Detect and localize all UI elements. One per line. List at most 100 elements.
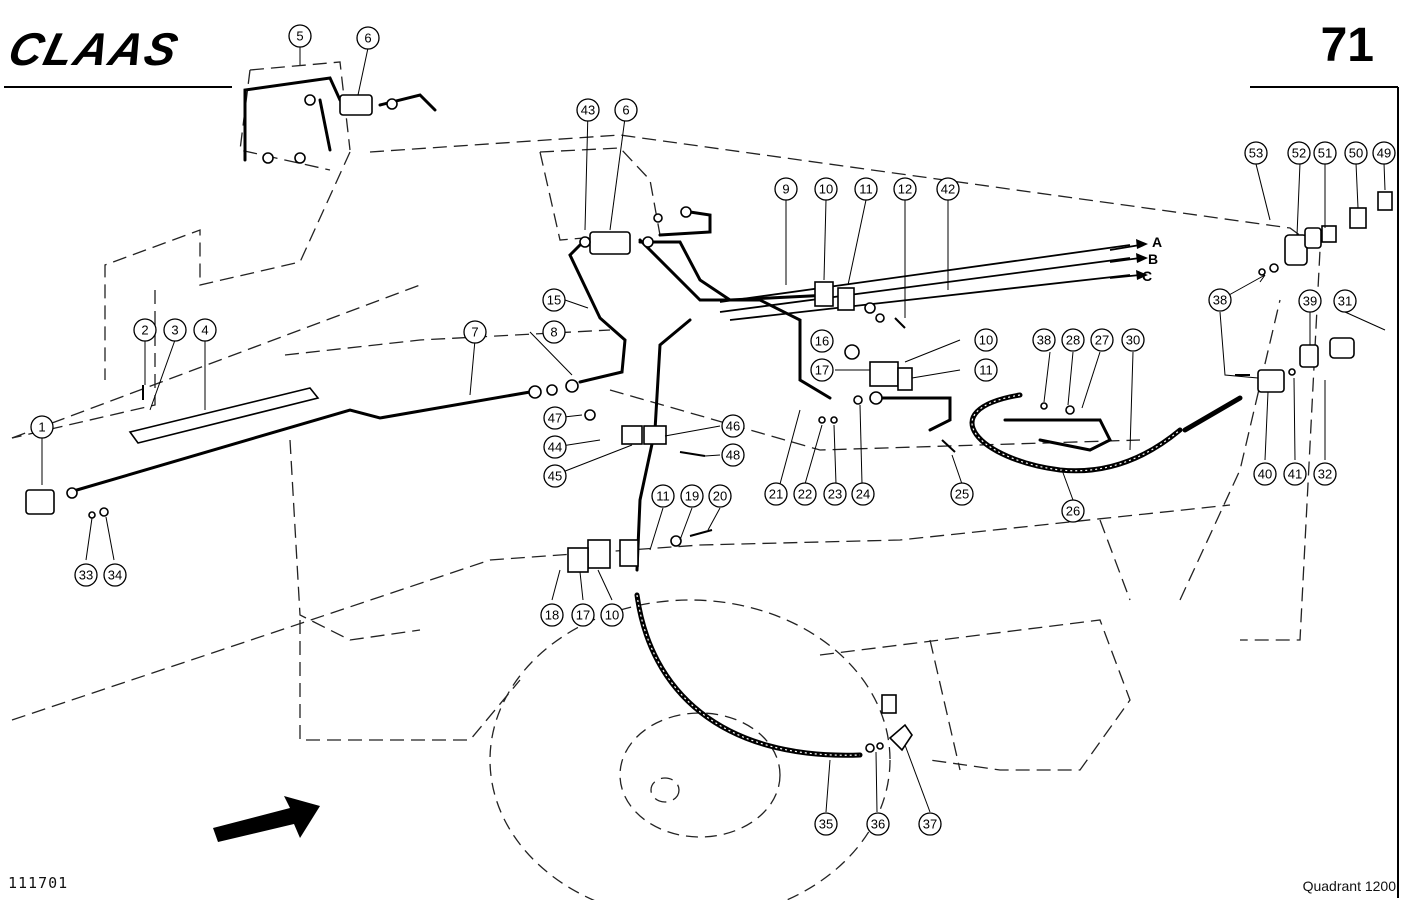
leader-lines [41, 45, 1386, 813]
callout-circle [1253, 462, 1277, 486]
callout-number: 50 [1349, 146, 1363, 161]
callout-number: 25 [955, 487, 969, 502]
part-callout: 37 [918, 812, 942, 836]
callout-number: 4 [201, 323, 208, 338]
callout-circle [1298, 289, 1322, 313]
part-callout: 53 [1244, 141, 1268, 165]
callout-circle [1344, 141, 1368, 165]
page-number: 71 [1320, 19, 1374, 72]
callout-number: 27 [1095, 333, 1109, 348]
callout-circle [918, 812, 942, 836]
callout-circle [163, 318, 187, 342]
callout-circle [542, 320, 566, 344]
callout-number: 36 [871, 817, 885, 832]
callout-circle [1283, 462, 1307, 486]
part-callout: 38 [1032, 328, 1056, 352]
callout-circle [810, 329, 834, 353]
callout-number: 32 [1318, 467, 1332, 482]
part-callout: 26 [1061, 499, 1085, 523]
part-callout: 9 [774, 177, 798, 201]
callout-circle [974, 328, 998, 352]
callout-number: 38 [1037, 333, 1051, 348]
part-callout: 39 [1298, 289, 1322, 313]
part-callout: 6 [356, 26, 380, 50]
callout-circle [823, 482, 847, 506]
callout-number: 41 [1288, 467, 1302, 482]
callout-number: 18 [545, 608, 559, 623]
part-callout: 16 [810, 329, 834, 353]
document-code: 111701 [8, 874, 69, 892]
flow-arrowheads [1136, 239, 1148, 280]
callout-circle [814, 177, 838, 201]
callout-number: 2 [141, 323, 148, 338]
callout-number: 11 [656, 489, 670, 504]
callout-circle [1061, 499, 1085, 523]
parallel-lines-abc [719, 244, 1141, 321]
callout-circle [133, 318, 157, 342]
part-callout: 11 [974, 358, 998, 382]
callout-circle [680, 484, 704, 508]
part-callout: 46 [721, 414, 745, 438]
callout-circle [614, 98, 638, 122]
callout-circle [576, 98, 600, 122]
callout-circle [974, 358, 998, 382]
part-callout: 40 [1253, 462, 1277, 486]
direction-arrow [213, 796, 320, 842]
callout-circle [774, 177, 798, 201]
part-callout: 23 [823, 482, 847, 506]
part-callout: 17 [571, 603, 595, 627]
callout-circle [893, 177, 917, 201]
part-callout: 11 [854, 177, 878, 201]
callout-circle [1313, 141, 1337, 165]
part-callout: 45 [543, 464, 567, 488]
part-callout: 6 [614, 98, 638, 122]
callout-circle [1208, 288, 1232, 312]
part-callout: 3 [163, 318, 187, 342]
callout-number: 40 [1258, 467, 1272, 482]
callout-number: 34 [108, 568, 122, 583]
part-callout: 27 [1090, 328, 1114, 352]
callout-number: 24 [856, 487, 870, 502]
part-callout: 8 [542, 320, 566, 344]
part-callout: 22 [793, 482, 817, 506]
part-callout: 51 [1313, 141, 1337, 165]
callout-circle [1032, 328, 1056, 352]
callout-circle [463, 320, 487, 344]
part-callout: 12 [893, 177, 917, 201]
callout-circle [30, 415, 54, 439]
callout-circle [651, 484, 675, 508]
part-callout: 43 [576, 98, 600, 122]
part-callout: 32 [1313, 462, 1337, 486]
callout-circle [543, 464, 567, 488]
callout-number: 43 [581, 103, 595, 118]
callout-number: 11 [979, 363, 993, 378]
callout-circle [543, 435, 567, 459]
elbow-fitting-37 [881, 694, 913, 752]
part-callout: 18 [540, 603, 564, 627]
callout-number: 6 [364, 31, 371, 46]
connection-label-b: B [1148, 251, 1158, 267]
callout-circle [542, 288, 566, 312]
callout-circle [193, 318, 217, 342]
rigid-pipes [68, 76, 1113, 572]
callout-number: 16 [815, 334, 829, 349]
part-callout: 35 [814, 812, 838, 836]
part-callout: 21 [764, 482, 788, 506]
callout-number: 30 [1126, 333, 1140, 348]
part-callout: 19 [680, 484, 704, 508]
callout-number: 3 [171, 323, 178, 338]
callout-circle [854, 177, 878, 201]
part-callout: 52 [1287, 141, 1311, 165]
part-callout: 25 [950, 482, 974, 506]
callout-number: 38 [1213, 293, 1227, 308]
callout-number: 44 [548, 440, 562, 455]
part-callout: 4 [193, 318, 217, 342]
callout-circle [1244, 141, 1268, 165]
callout-circle [1121, 328, 1145, 352]
callout-number: 8 [550, 325, 557, 340]
callout-circle [721, 414, 745, 438]
part-callout: 2 [133, 318, 157, 342]
callout-number: 17 [576, 608, 590, 623]
part-callout: 15 [542, 288, 566, 312]
